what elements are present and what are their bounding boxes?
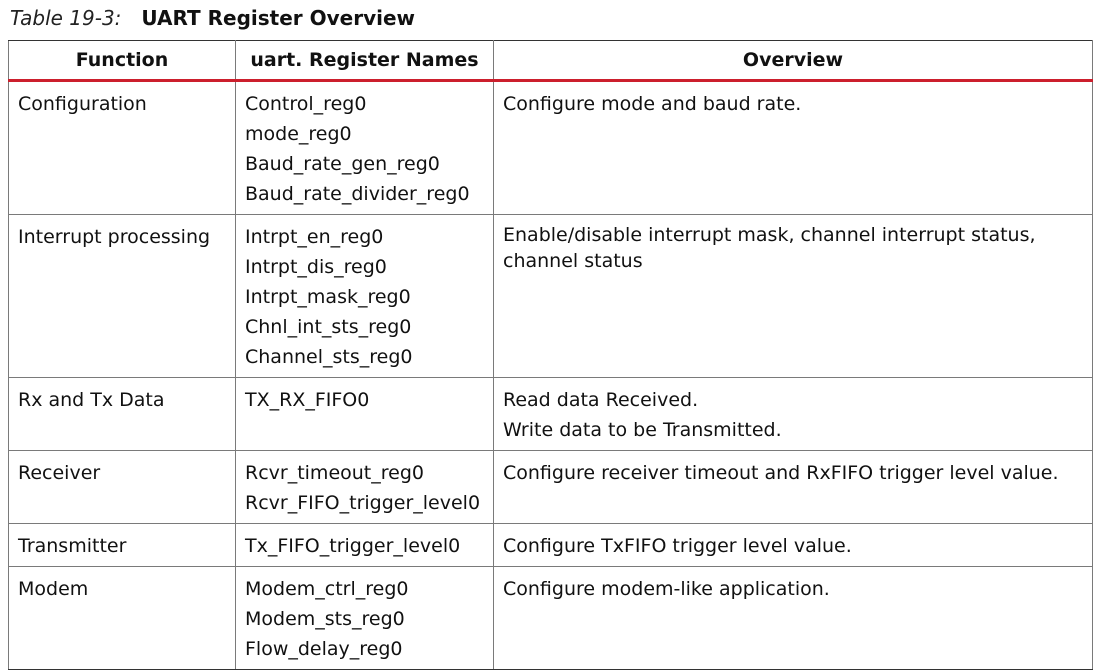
- register-name: Channel_sts_reg0: [245, 346, 413, 368]
- function-cell: Receiver: [8, 450, 236, 524]
- table-row: Interrupt processing Intrpt_en_reg0 Intr…: [8, 214, 1093, 378]
- register-name: Modem_ctrl_reg0: [245, 578, 409, 600]
- register-name: Rcvr_timeout_reg0: [245, 462, 424, 484]
- overview-text: Configure receiver timeout and RxFIFO tr…: [503, 462, 1059, 484]
- overview-cell: Configure modem-like application.: [493, 566, 1093, 670]
- function-cell: Interrupt processing: [8, 214, 236, 378]
- register-name: mode_reg0: [245, 123, 352, 145]
- table-row: Transmitter Tx_FIFO_trigger_level0 Confi…: [8, 523, 1093, 567]
- function-cell: Modem: [8, 566, 236, 670]
- table-row: Modem Modem_ctrl_reg0 Modem_sts_reg0 Flo…: [8, 566, 1093, 670]
- overview-text: Write data to be Transmitted.: [503, 419, 782, 441]
- function-cell: Transmitter: [8, 523, 236, 567]
- register-cell: Control_reg0 mode_reg0 Baud_rate_gen_reg…: [235, 80, 494, 215]
- function-label: Interrupt processing: [18, 226, 211, 248]
- register-cell: Rcvr_timeout_reg0 Rcvr_FIFO_trigger_leve…: [235, 450, 494, 524]
- table-number: Table 19-3:: [10, 6, 122, 30]
- overview-text: Configure TxFIFO trigger level value.: [503, 535, 852, 557]
- table-caption: Table 19-3: UART Register Overview: [10, 5, 415, 31]
- register-name: Baud_rate_gen_reg0: [245, 153, 440, 175]
- table-row: Configuration Control_reg0 mode_reg0 Bau…: [8, 80, 1093, 215]
- function-cell: Configuration: [8, 80, 236, 215]
- register-name: Modem_sts_reg0: [245, 608, 405, 630]
- table-row: Rx and Tx Data TX_RX_FIFO0 Read data Rec…: [8, 377, 1093, 451]
- function-label: Rx and Tx Data: [18, 389, 165, 411]
- register-name: Control_reg0: [245, 93, 367, 115]
- function-cell: Rx and Tx Data: [8, 377, 236, 451]
- register-cell: TX_RX_FIFO0: [235, 377, 494, 451]
- register-name: Tx_FIFO_trigger_level0: [245, 535, 461, 557]
- header-register-names: uart. Register Names: [235, 40, 494, 82]
- register-cell: Modem_ctrl_reg0 Modem_sts_reg0 Flow_dela…: [235, 566, 494, 670]
- table-row: Receiver Rcvr_timeout_reg0 Rcvr_FIFO_tri…: [8, 450, 1093, 524]
- overview-cell: Read data Received. Write data to be Tra…: [493, 377, 1093, 451]
- overview-cell: Configure mode and baud rate.: [493, 80, 1093, 215]
- overview-text: Configure mode and baud rate.: [503, 93, 802, 115]
- overview-text: Configure modem-like application.: [503, 578, 830, 600]
- header-row: Function uart. Register Names Overview: [8, 40, 1093, 82]
- register-name: TX_RX_FIFO0: [245, 389, 370, 411]
- register-cell: Tx_FIFO_trigger_level0: [235, 523, 494, 567]
- table-title: UART Register Overview: [141, 6, 416, 30]
- header-overview: Overview: [493, 40, 1093, 82]
- uart-register-table: Function uart. Register Names Overview C…: [8, 40, 1093, 670]
- function-label: Receiver: [18, 462, 101, 484]
- overview-cell: Enable/disable interrupt mask, channel i…: [493, 214, 1093, 378]
- register-name: Intrpt_mask_reg0: [245, 286, 411, 308]
- register-name: Flow_delay_reg0: [245, 638, 403, 660]
- register-name: Rcvr_FIFO_trigger_level0: [245, 492, 481, 514]
- overview-text: Read data Received.: [503, 389, 699, 411]
- register-name: Chnl_int_sts_reg0: [245, 316, 412, 338]
- function-label: Modem: [18, 578, 89, 600]
- function-label: Configuration: [18, 93, 147, 115]
- register-name: Baud_rate_divider_reg0: [245, 183, 470, 205]
- register-name: Intrpt_en_reg0: [245, 226, 384, 248]
- register-cell: Intrpt_en_reg0 Intrpt_dis_reg0 Intrpt_ma…: [235, 214, 494, 378]
- overview-cell: Configure receiver timeout and RxFIFO tr…: [493, 450, 1093, 524]
- register-name: Intrpt_dis_reg0: [245, 256, 387, 278]
- overview-cell: Configure TxFIFO trigger level value.: [493, 523, 1093, 567]
- overview-text: Enable/disable interrupt mask, channel i…: [503, 224, 1036, 272]
- function-label: Transmitter: [18, 535, 127, 557]
- header-function: Function: [8, 40, 236, 82]
